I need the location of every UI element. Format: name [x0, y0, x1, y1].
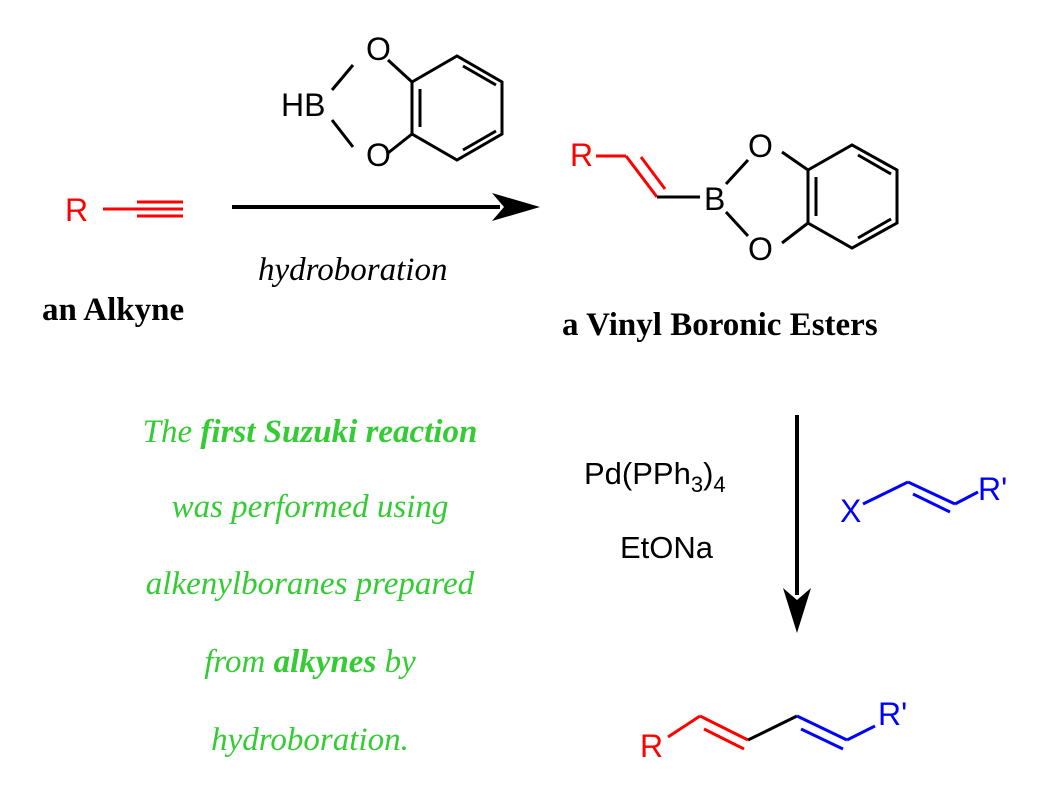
- final-r-prime: R': [878, 696, 907, 732]
- catalyst-subscript-3: 3: [691, 472, 703, 497]
- benzene-ring: [806, 143, 899, 250]
- oxygen-atom-bottom: O: [366, 137, 391, 173]
- ring-double-bond: [857, 153, 892, 176]
- bond: [386, 58, 414, 84]
- partner-r-prime: R': [978, 471, 1007, 507]
- catalyst-subscript-4: 4: [713, 472, 725, 497]
- hydroboration-condition: hydroboration: [258, 252, 447, 288]
- bond: [724, 158, 750, 186]
- diene-chain: [667, 714, 876, 751]
- note-line-4: from alkynes by: [204, 644, 416, 680]
- hb-group: HB: [281, 87, 325, 123]
- reaction-arrow-vertical: [783, 415, 811, 633]
- ring-double-bond: [462, 64, 497, 87]
- boron-atom: B: [704, 181, 725, 217]
- partner-x-group: X: [840, 493, 861, 529]
- bond: [724, 210, 750, 238]
- historical-note: The first Suzuki reaction was performed …: [143, 414, 478, 758]
- bond: [387, 132, 413, 155]
- vinyl-boronic-ester-label: a Vinyl Boronic Esters: [562, 307, 878, 343]
- bond: [781, 150, 809, 172]
- ring-double-bond: [462, 129, 497, 152]
- bond: [330, 119, 355, 148]
- note-emphasis: alkynes: [274, 644, 377, 680]
- benzene-ring: [410, 54, 504, 162]
- base-text: EtONa: [620, 530, 714, 565]
- note-line-5: hydroboration.: [211, 722, 409, 758]
- boronic-ester-ring: [724, 143, 899, 250]
- catecholborane-structure: [330, 54, 504, 162]
- product-r-group: R: [570, 137, 593, 173]
- note-emphasis: first Suzuki reaction: [200, 414, 477, 450]
- oxygen-atom-top: O: [366, 31, 391, 67]
- product-oxygen-bottom: O: [748, 231, 773, 267]
- bond: [781, 221, 809, 245]
- final-r-group: R: [640, 728, 663, 764]
- note-line-2: was performed using: [172, 489, 449, 525]
- ring-double-bond: [857, 217, 892, 240]
- alkyne-r-group: R: [65, 192, 88, 228]
- alkyne-triple-bond: [103, 200, 183, 218]
- catalyst-main: Pd(PPh: [584, 456, 691, 491]
- bond: [330, 64, 355, 91]
- partner-vinyl-group: [862, 480, 979, 514]
- note-line-3: alkenylboranes prepared: [146, 566, 475, 602]
- vinyl-group: [596, 154, 700, 199]
- alkyne-label: an Alkyne: [42, 292, 184, 328]
- product-oxygen-top: O: [748, 128, 773, 164]
- catalyst-close-paren: ): [703, 456, 713, 491]
- note-line-1: The first Suzuki reaction: [143, 414, 478, 450]
- reaction-arrow-horizontal: [232, 193, 540, 221]
- catalyst-text: Pd(PPh3)4: [584, 456, 726, 497]
